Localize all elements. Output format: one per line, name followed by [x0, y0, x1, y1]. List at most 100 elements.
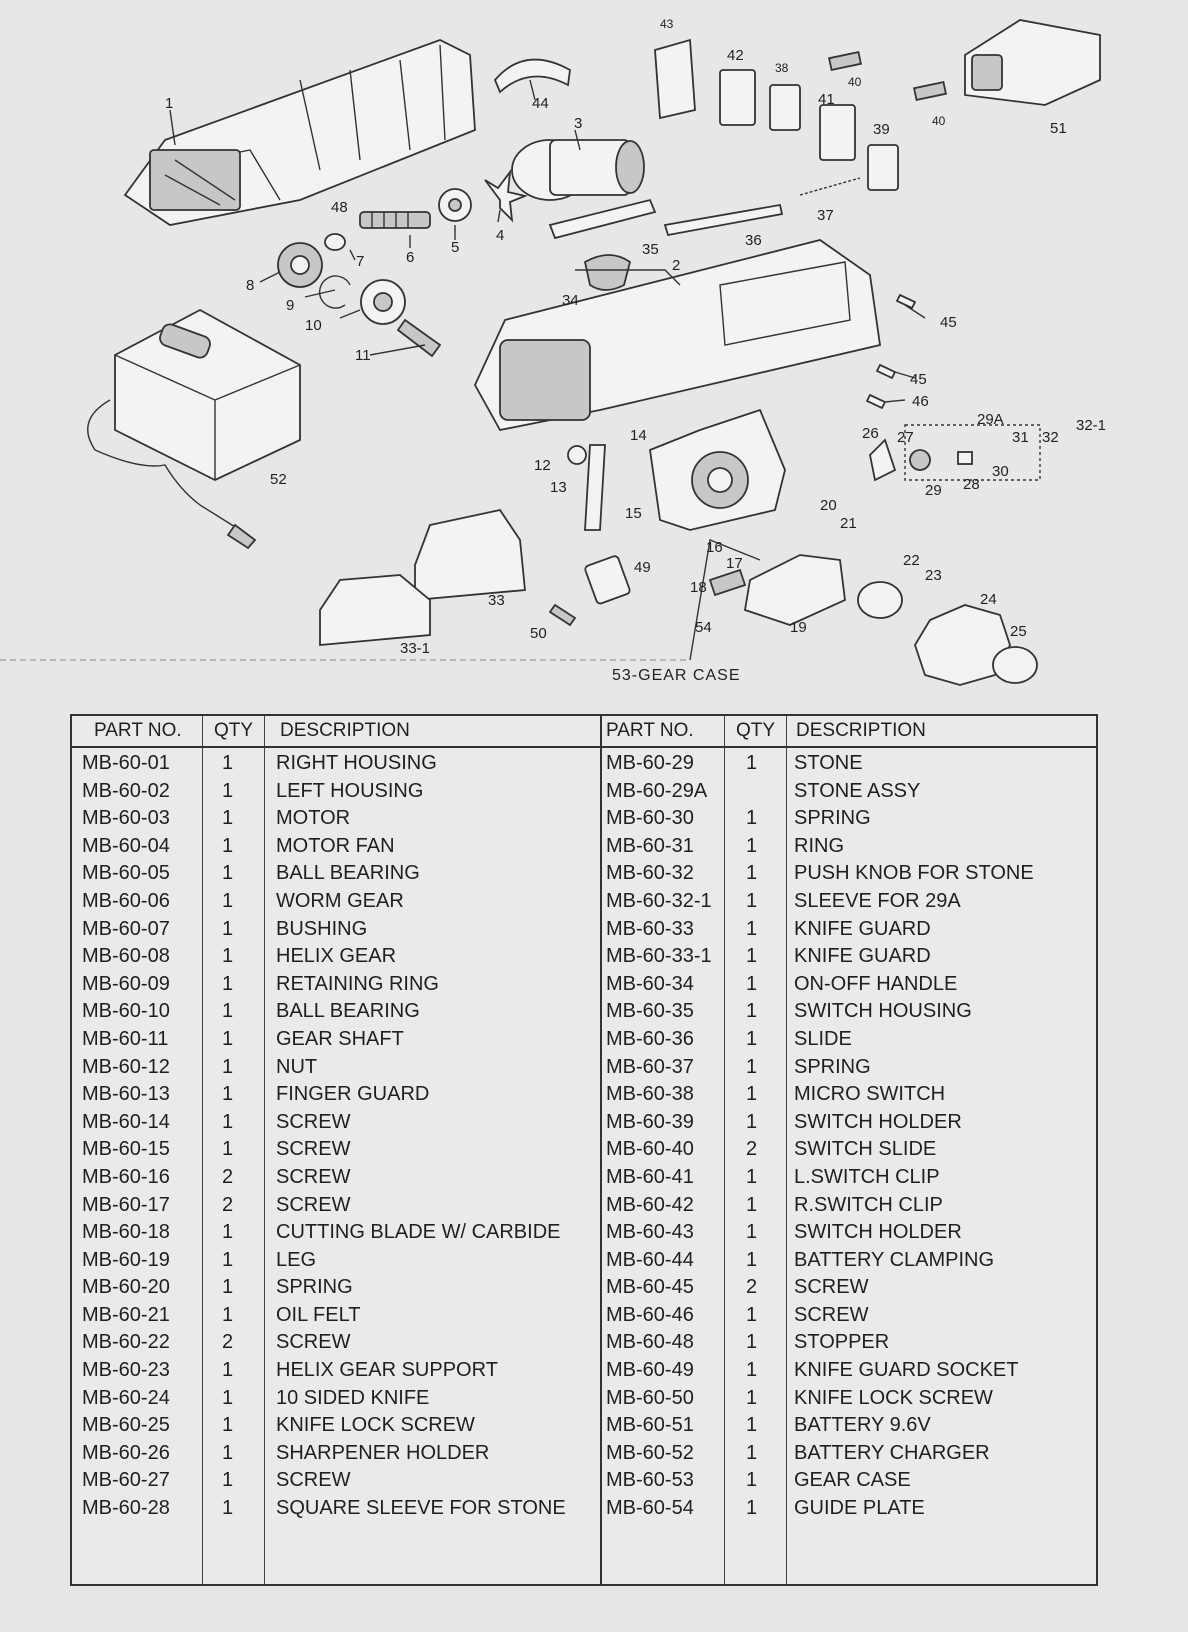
callout-label: 24 [980, 591, 997, 608]
callout-label: 39 [873, 121, 890, 138]
gear-case-caption: 53-GEAR CASE [612, 667, 740, 684]
qty-cell: 1 [222, 1221, 234, 1244]
description-cell: MOTOR FAN [276, 834, 395, 857]
qty-cell: 1 [222, 889, 234, 912]
callout-label: 38 [775, 61, 789, 75]
part-number-cell: MB-60-31 [606, 834, 694, 857]
table-row: MB-60-31 1 RING [600, 831, 1096, 859]
callout-label: 12 [534, 457, 551, 474]
part-number-cell: MB-60-27 [82, 1469, 170, 1492]
callout-label: 3 [574, 115, 582, 132]
description-cell: SCREW [276, 1331, 351, 1354]
callout-label: 34 [562, 292, 579, 309]
part-number-cell: MB-60-06 [82, 889, 170, 912]
qty-cell: 1 [746, 1027, 758, 1050]
gear-case-drawing [649, 408, 786, 531]
description-cell: BUSHING [276, 917, 368, 940]
callout-label: 16 [706, 539, 723, 556]
description-cell: R.SWITCH CLIP [794, 1193, 943, 1216]
description-cell: RIGHT HOUSING [276, 752, 437, 774]
description-cell: SWITCH SLIDE [794, 1138, 937, 1161]
description-cell: GUIDE PLATE [794, 1497, 925, 1520]
callout-label: 14 [630, 427, 647, 444]
part-number-cell: MB-60-50 [606, 1386, 694, 1409]
callout-label: 43 [660, 17, 674, 31]
part-number-cell: MB-60-20 [82, 1276, 170, 1299]
qty-cell: 1 [746, 1414, 758, 1437]
callout-label: 6 [406, 249, 414, 266]
qty-cell: 2 [746, 1138, 758, 1161]
description-cell: STONE ASSY [794, 779, 921, 802]
part-number-cell: MB-60-32 [606, 862, 694, 885]
description-cell: KNIFE GUARD SOCKET [794, 1359, 1019, 1382]
callout-label: 8 [246, 277, 254, 294]
knife-guard-lower-drawing [319, 574, 431, 646]
qty-cell: 1 [746, 807, 758, 830]
qty-cell: 1 [746, 1331, 758, 1354]
part-number-cell: MB-60-34 [606, 972, 694, 995]
callout-label: 7 [356, 253, 364, 270]
callout-label: 21 [840, 515, 857, 532]
callout-label: 22 [903, 552, 920, 569]
description-cell: CUTTING BLADE W/ CARBIDE [276, 1221, 561, 1244]
description-cell: GEAR CASE [794, 1469, 911, 1492]
qty-cell: 1 [222, 862, 234, 885]
qty-cell: 1 [746, 1165, 758, 1188]
callout-label: 41 [818, 91, 835, 108]
part-number-cell: MB-60-39 [606, 1110, 694, 1133]
callout-label: 37 [817, 207, 834, 224]
knife-guard-drawing [414, 508, 526, 601]
motor-fan-drawing [484, 168, 528, 223]
description-cell: ON-OFF HANDLE [794, 972, 958, 995]
callout-label: 11 [355, 347, 371, 364]
callout-label: 40 [932, 114, 946, 128]
description-cell: SCREW [276, 1469, 351, 1492]
callout-label: 4 [496, 227, 504, 244]
part-number-cell: MB-60-45 [606, 1276, 694, 1299]
callout-label: 54 [695, 619, 712, 636]
description-cell: BATTERY 9.6V [794, 1414, 931, 1437]
qty-cell: 1 [746, 1055, 758, 1078]
description-cell: BATTERY CHARGER [794, 1441, 990, 1464]
header-part-no: PART NO. [606, 720, 694, 741]
qty-cell: 1 [222, 1359, 234, 1382]
qty-cell: 1 [746, 972, 758, 995]
qty-cell: 1 [222, 752, 234, 774]
qty-cell: 1 [222, 945, 234, 968]
description-cell: MOTOR [276, 807, 351, 830]
qty-cell: 1 [222, 779, 234, 802]
callout-label: 45 [940, 314, 957, 331]
description-cell: RING [794, 834, 844, 857]
table-header: PART NO. QTY DESCRIPTION [600, 716, 1096, 748]
description-cell: KNIFE GUARD [794, 945, 931, 968]
description-cell: SHARPENER HOLDER [276, 1441, 490, 1464]
description-cell: KNIFE LOCK SCREW [276, 1414, 475, 1437]
description-cell: KNIFE LOCK SCREW [794, 1386, 993, 1409]
part-number-cell: MB-60-33 [606, 917, 694, 940]
callout-label: 15 [625, 505, 642, 522]
part-number-cell: MB-60-38 [606, 1083, 694, 1106]
qty-cell: 1 [222, 1469, 234, 1492]
callout-label: 26 [862, 425, 879, 442]
callout-label: 46 [912, 393, 929, 410]
part-number-cell: MB-60-14 [82, 1110, 170, 1133]
qty-cell: 1 [746, 834, 758, 857]
description-cell: PUSH KNOB FOR STONE [794, 862, 1034, 885]
part-number-cell: MB-60-42 [606, 1193, 694, 1216]
